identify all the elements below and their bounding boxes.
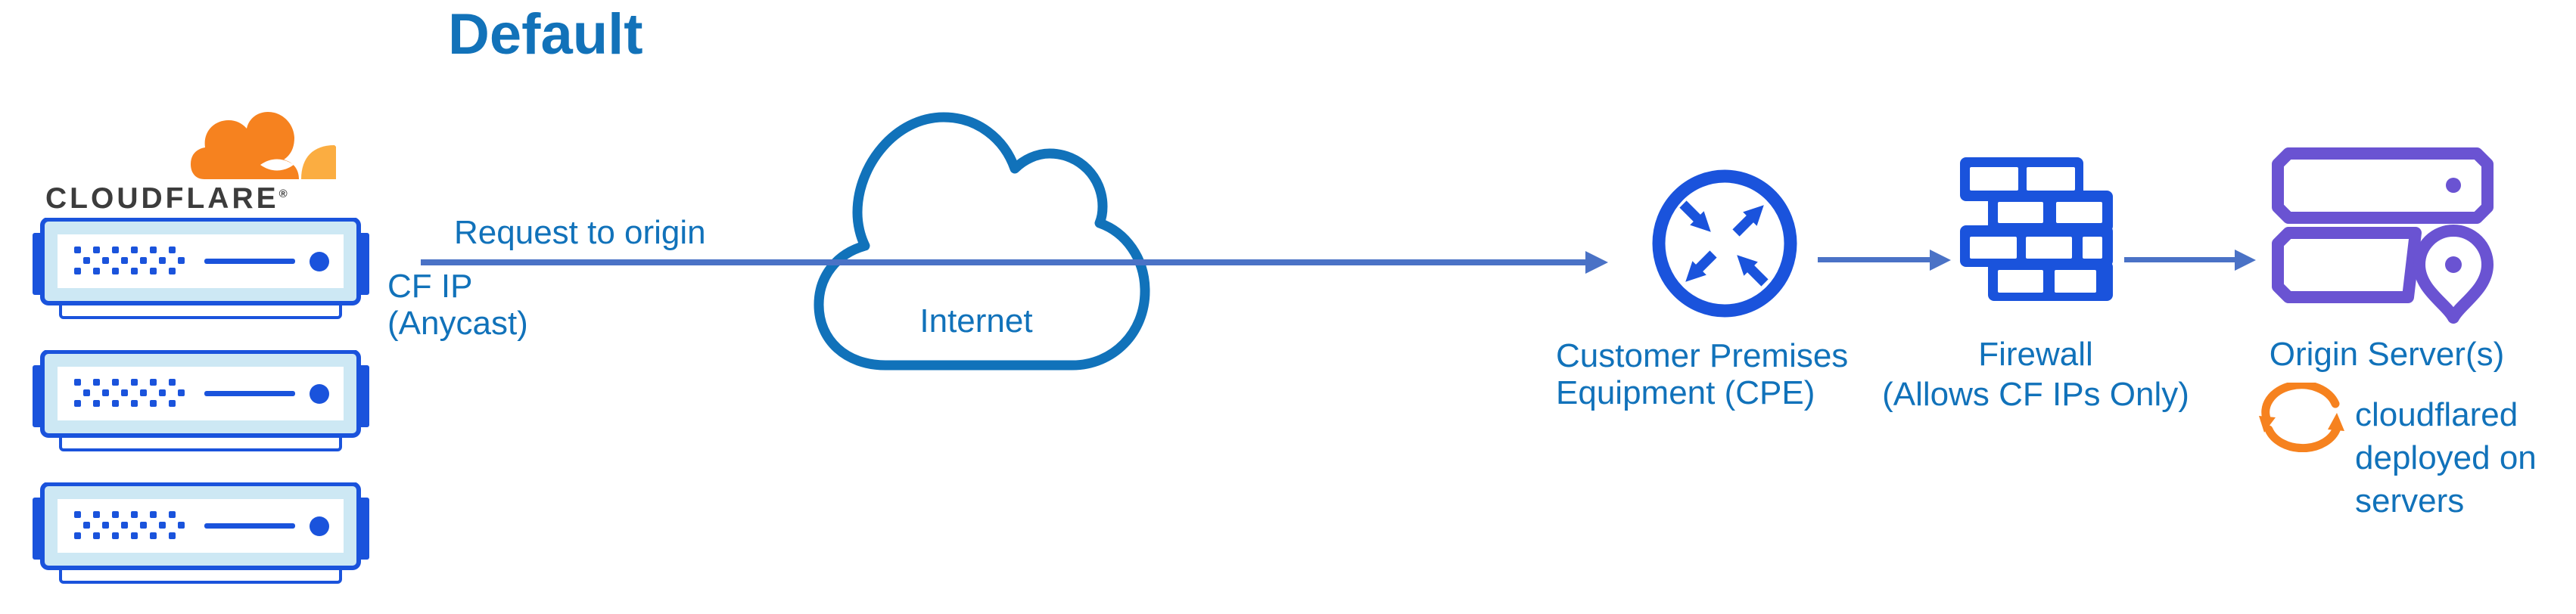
cpe-label: Customer Premises Equipment (CPE): [1556, 337, 1848, 411]
cloudflare-wordmark-text: CLOUDFLARE: [45, 182, 279, 215]
request-arrow-line: [421, 259, 1588, 265]
firewall-to-origin-arrowhead: [2235, 250, 2256, 271]
internet-label: Internet: [919, 302, 1033, 340]
firewall-label-line2: (Allows CF IPs Only): [1882, 376, 2189, 413]
edge-server-icon: [32, 482, 370, 588]
cloudflare-cloud-logo: [191, 112, 336, 179]
cpe-to-firewall-arrowhead: [1930, 250, 1951, 271]
firewall-label-line1: Firewall: [1978, 336, 2093, 373]
cf-ip-line2: (Anycast): [387, 305, 528, 342]
request-arrowhead: [1585, 251, 1608, 274]
registered-mark: ®: [278, 188, 288, 200]
firewall-label: Firewall (Allows CF IPs Only): [1877, 334, 2195, 414]
sync-arrows-icon: [2259, 383, 2344, 452]
firewall-to-origin-line: [2124, 257, 2235, 262]
cloudflared-note-line2: deployed on: [2355, 439, 2537, 476]
request-to-origin-label: Request to origin: [454, 214, 706, 251]
cf-ip-line1: CF IP: [387, 268, 473, 305]
cloudflared-note: cloudflared deployed on servers: [2355, 393, 2537, 523]
origin-servers-label: Origin Server(s): [2269, 336, 2505, 373]
cpe-label-line1: Customer Premises: [1556, 337, 1849, 374]
cloudflared-note-line1: cloudflared: [2355, 396, 2518, 433]
edge-server-icon: [32, 350, 370, 456]
edge-server-icon: [32, 218, 370, 324]
cpe-label-line2: Equipment (CPE): [1556, 374, 1815, 411]
server-stack-location-icon: [2272, 147, 2494, 324]
brick-wall-icon: [1960, 157, 2113, 301]
cf-ip-anycast-label: CF IP (Anycast): [387, 268, 528, 342]
cloudflared-note-line3: servers: [2355, 482, 2465, 519]
page-title: Default: [448, 2, 643, 67]
cpe-to-firewall-line: [1818, 257, 1930, 262]
router-arrows-icon: [1652, 169, 1797, 318]
cloudflare-wordmark: CLOUDFLARE®: [45, 182, 288, 216]
